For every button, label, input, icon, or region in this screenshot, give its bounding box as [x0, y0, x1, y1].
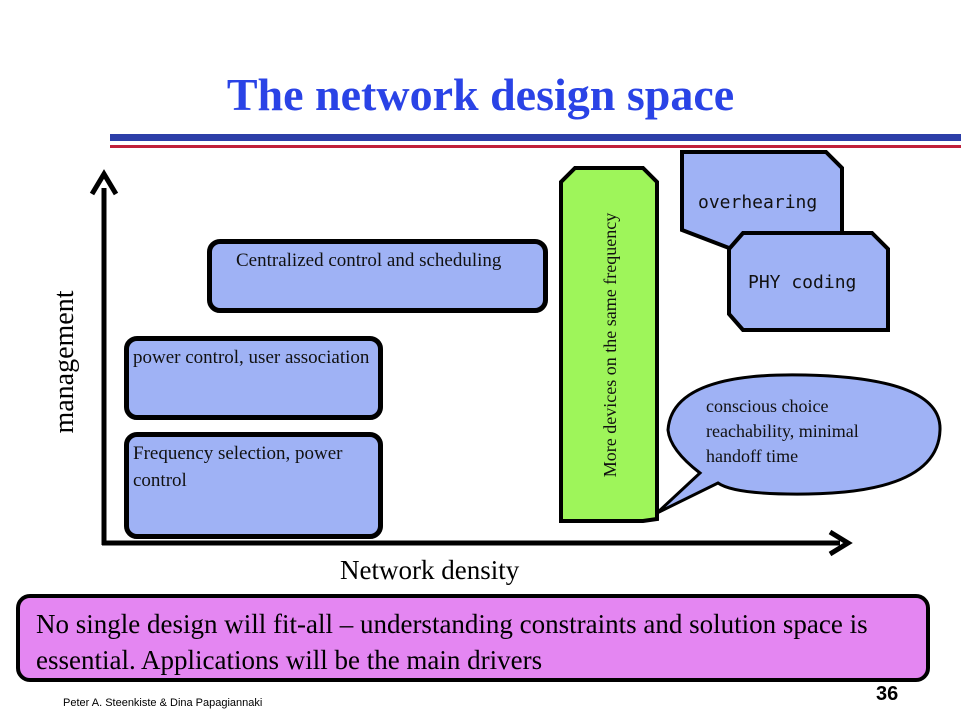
centralized-control-text: Centralized control and scheduling	[236, 250, 502, 271]
slide-title: The network design space	[226, 69, 735, 120]
y-axis-label: management	[49, 290, 80, 434]
vertical-box-label: More devices on the same frequency	[599, 212, 620, 478]
bubble-line-1: conscious choice	[706, 396, 829, 416]
overhearing-label: overhearing	[698, 192, 818, 213]
page-number: 36	[876, 683, 899, 705]
axes	[89, 169, 853, 557]
speech-bubble-shape	[655, 373, 942, 515]
x-axis-label: Network density	[340, 555, 520, 585]
phy-coding-box-shape	[727, 231, 890, 332]
bubble-line-3: handoff time	[706, 446, 799, 467]
vertical-box-shape	[559, 166, 659, 523]
speech-bubble	[655, 373, 942, 515]
title-rule-blue	[110, 134, 961, 141]
footer-authors: Peter A. Steenkiste & Dina Papagiannaki	[63, 697, 263, 709]
power-control-text: power control, user association	[133, 347, 370, 368]
phy-coding-label: PHY coding	[748, 272, 857, 293]
frequency-selection-text: Frequency selection, power control	[133, 443, 343, 491]
power-control-box: power control, user association	[124, 336, 383, 420]
summary-text: No single design will fit-all – understa…	[36, 609, 868, 676]
bubble-text: conscious choice reachability, minimal h…	[706, 394, 859, 470]
summary-box: No single design will fit-all – understa…	[16, 594, 930, 682]
bubble-line-2: reachability, minimal	[706, 421, 859, 442]
frequency-selection-box: Frequency selection, power control	[124, 432, 383, 539]
title-rule-red	[110, 145, 961, 148]
y-axis-arrowhead	[89, 169, 119, 196]
x-axis-arrowhead	[828, 529, 853, 557]
centralized-control-box: Centralized control and scheduling	[207, 239, 548, 313]
